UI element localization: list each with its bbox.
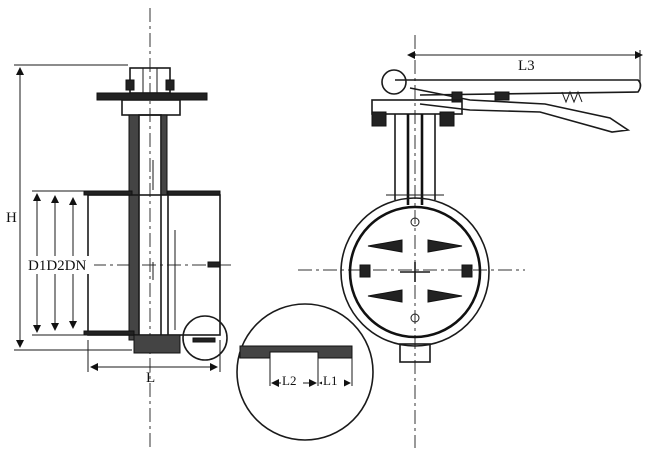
detail-l1-label: L1 (323, 373, 337, 388)
slot-top-left (367, 239, 403, 253)
front-bolt-right (439, 111, 455, 127)
handle-pivot (381, 69, 407, 95)
stem-left-wall (128, 114, 140, 341)
slot-bottom-right (427, 289, 463, 303)
neck-block (121, 99, 181, 116)
handle-lever (395, 79, 642, 96)
body-bottom-boss (133, 334, 181, 354)
detail-callout-circle (182, 315, 228, 361)
top-mounting-plate (96, 92, 208, 101)
front-view: L3 (298, 35, 643, 448)
lug-left (359, 264, 371, 278)
detail-l2-label: L2 (282, 373, 296, 388)
front-bolt-left (371, 111, 387, 127)
detail-enlargement: L2 L1 (236, 303, 374, 441)
top-bolt-left (125, 79, 135, 91)
bottom-boss (399, 343, 431, 363)
handle-length-label: L3 (518, 58, 535, 74)
height-label: H (6, 210, 17, 226)
slot-top-right (427, 239, 463, 253)
handle-trigger-lever (409, 87, 631, 133)
body-inner-ring (348, 205, 482, 339)
detail-seat-profile (239, 345, 353, 359)
body-top-right-flange (167, 190, 221, 196)
front-mounting-plate (371, 99, 463, 115)
lug-right (461, 264, 473, 278)
stem-right-wall-upper (160, 114, 168, 196)
body-top-left-flange (83, 190, 133, 196)
diameters-label: D1D2DN (28, 258, 86, 274)
side-section-view: H D1D2DN L (6, 8, 232, 448)
body-bottom-left-flange (83, 330, 135, 336)
slot-bottom-left (367, 289, 403, 303)
body-outer-ring (340, 197, 490, 347)
handle-spring (561, 90, 583, 104)
detail-circle (236, 303, 374, 441)
length-label: L (146, 370, 155, 386)
top-bolt-right (165, 79, 175, 91)
